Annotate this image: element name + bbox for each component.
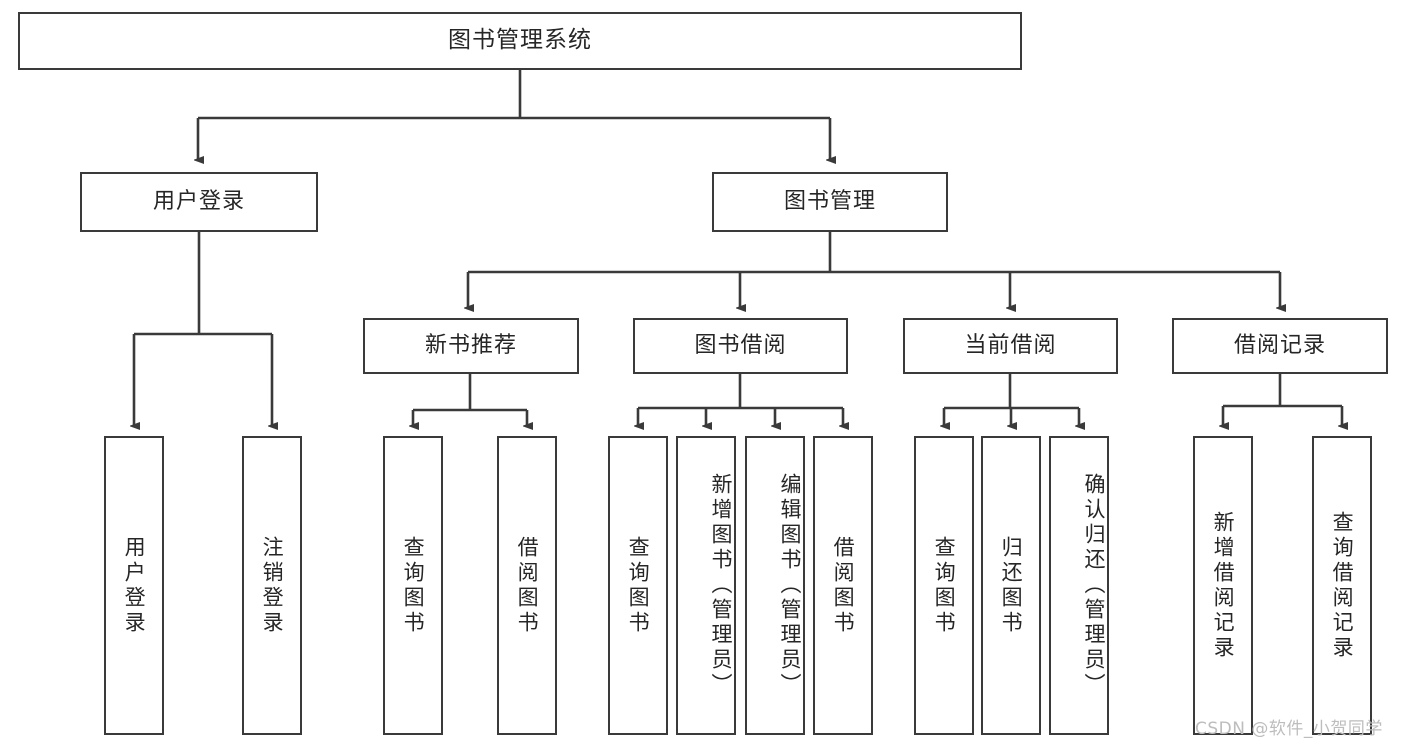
node-label: 查询图书: [401, 535, 426, 636]
node-book-management[interactable]: 图书管理: [712, 172, 948, 232]
leaf-new-book-query[interactable]: 查询图书: [383, 436, 443, 735]
node-label: 用户登录: [122, 535, 147, 636]
leaf-new-book-borrow[interactable]: 借阅图书: [497, 436, 557, 735]
node-root-system[interactable]: 图书管理系统: [18, 12, 1022, 70]
node-label: 归还图书: [999, 535, 1024, 636]
leaf-borrow-add-book-admin[interactable]: 新增图书（管理员）: [676, 436, 736, 735]
node-label: 新书推荐: [424, 332, 517, 358]
leaf-current-return-book[interactable]: 归还图书: [981, 436, 1041, 735]
node-new-book-recommend[interactable]: 新书推荐: [363, 318, 579, 374]
node-label: 图书管理系统: [448, 27, 592, 54]
leaf-user-login-signin[interactable]: 用户登录: [104, 436, 164, 735]
leaf-borrow-borrow-book[interactable]: 借阅图书: [813, 436, 873, 735]
node-label: 查询借阅记录: [1330, 510, 1355, 661]
leaf-user-login-signout[interactable]: 注销登录: [242, 436, 302, 735]
node-label: 用户登录: [152, 188, 245, 214]
node-label: 注销登录: [260, 535, 285, 636]
node-label: 图书管理: [783, 188, 876, 214]
node-current-borrow[interactable]: 当前借阅: [903, 318, 1118, 374]
node-label: 确认归还（管理员）: [1082, 473, 1106, 698]
leaf-current-confirm-return-admin[interactable]: 确认归还（管理员）: [1049, 436, 1109, 735]
node-user-login[interactable]: 用户登录: [80, 172, 318, 232]
node-label: 当前借阅: [964, 332, 1057, 358]
leaf-record-add-record[interactable]: 新增借阅记录: [1193, 436, 1253, 735]
node-label: 新增借阅记录: [1211, 510, 1236, 661]
csdn-watermark: CSDN @软件_小贺同学: [1195, 714, 1383, 739]
watermark-text: CSDN @软件_小贺同学: [1195, 719, 1383, 739]
leaf-record-query-record[interactable]: 查询借阅记录: [1312, 436, 1372, 735]
node-label: 查询图书: [932, 535, 957, 636]
node-book-borrow[interactable]: 图书借阅: [633, 318, 848, 374]
leaf-borrow-query-book[interactable]: 查询图书: [608, 436, 668, 735]
node-label: 借阅图书: [831, 535, 856, 636]
node-label: 借阅图书: [515, 535, 540, 636]
node-label: 编辑图书（管理员）: [778, 473, 802, 698]
node-label: 新增图书（管理员）: [709, 473, 733, 698]
leaf-current-query-book[interactable]: 查询图书: [914, 436, 974, 735]
node-label: 查询图书: [626, 535, 651, 636]
node-borrow-record[interactable]: 借阅记录: [1172, 318, 1388, 374]
node-label: 图书借阅: [694, 332, 787, 358]
node-label: 借阅记录: [1233, 332, 1326, 358]
leaf-borrow-edit-book-admin[interactable]: 编辑图书（管理员）: [745, 436, 805, 735]
